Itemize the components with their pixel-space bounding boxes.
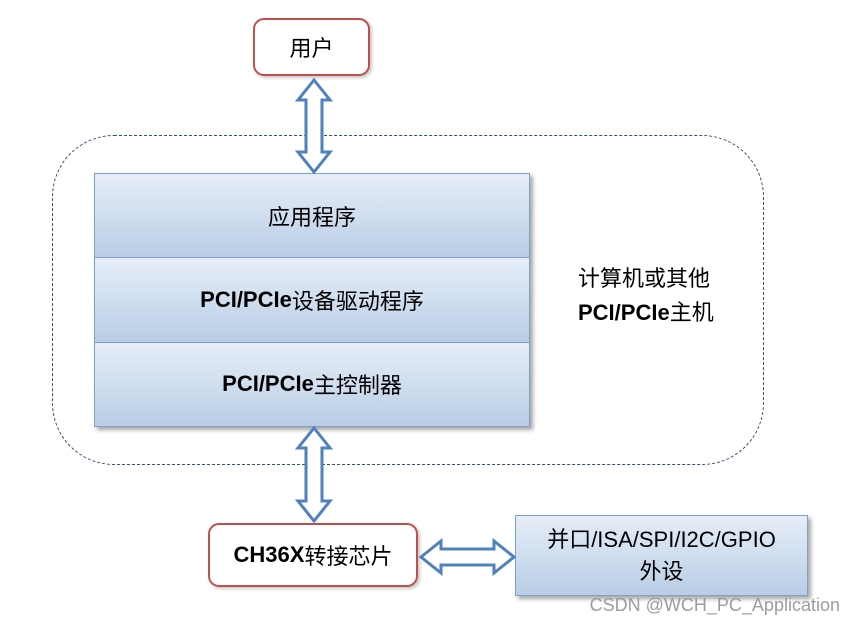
peripheral-interfaces: 并口/ISA/SPI/I2C/GPIO — [547, 526, 776, 552]
host-group-label-host: 主机 — [669, 300, 714, 325]
layer-device-driver-label: 设备驱动程序 — [291, 288, 424, 314]
peripheral-node: 并口/ISA/SPI/I2C/GPIO 外设 — [515, 515, 808, 596]
user-node-label: 用户 — [289, 36, 334, 61]
host-group-label: 计算机或其他 PCI/PCIe主机 — [578, 262, 748, 330]
user-node: 用户 — [253, 18, 370, 76]
double-arrow-bridge-to-peripheral — [418, 537, 517, 577]
layer-host-controller-label: 主控制器 — [313, 373, 402, 399]
host-group-label-line1: 计算机或其他 — [578, 266, 711, 291]
bridge-chip-model: CH36X — [233, 542, 305, 567]
layer-host-controller-bus: PCI/PCIe — [222, 371, 314, 397]
watermark-text: CSDN @WCH_PC_Application — [589, 595, 840, 615]
layer-application: 应用程序 — [95, 174, 529, 258]
host-group-label-bus: PCI/PCIe — [578, 300, 670, 325]
layer-application-label: 应用程序 — [267, 204, 356, 230]
peripheral-label: 外设 — [639, 558, 684, 584]
host-group-outline — [52, 135, 764, 465]
host-group-label-line2: PCI/PCIe主机 — [578, 296, 748, 330]
layer-device-driver-bus: PCI/PCIe — [200, 286, 292, 312]
bridge-chip-label: 转接芯片 — [304, 544, 393, 569]
